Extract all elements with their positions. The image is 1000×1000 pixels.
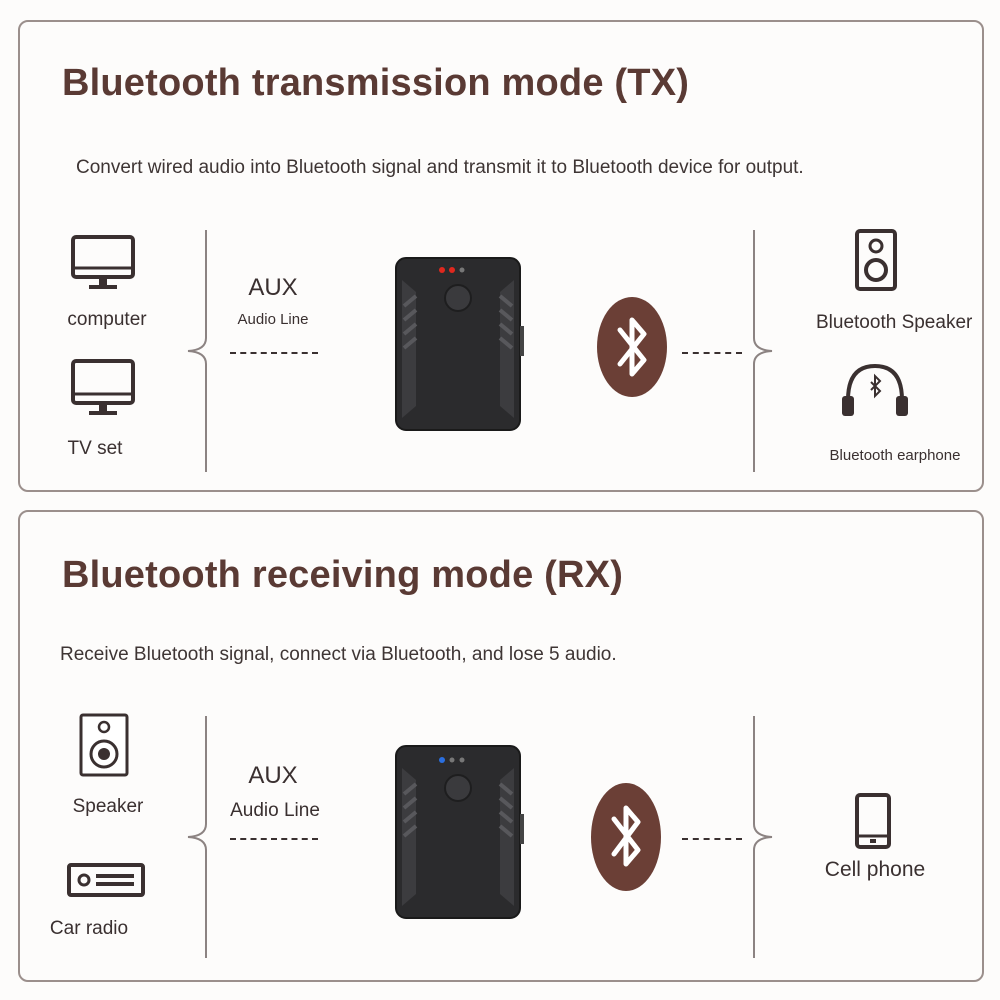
target-label-phone: Cell phone	[824, 858, 926, 881]
audio-line-label: Audio Line	[230, 800, 320, 821]
rx-description: Receive Bluetooth signal, connect via Bl…	[60, 644, 617, 665]
source-label-computer: computer	[67, 309, 147, 330]
monitor-icon	[71, 235, 135, 289]
right-bracket-divider	[753, 716, 773, 958]
aux-label: AUX	[248, 274, 298, 301]
aux-dashed-line	[230, 352, 318, 354]
source-label-tv: TV set	[67, 438, 123, 459]
source-label-car-radio: Car radio	[49, 918, 129, 939]
bluetooth-adapter-device	[395, 745, 524, 919]
tx-title: Bluetooth transmission mode (TX)	[62, 62, 690, 104]
left-bracket-divider	[187, 230, 207, 472]
bluetooth-dashed-line	[682, 352, 742, 354]
bluetooth-icon	[591, 783, 661, 891]
tx-description: Convert wired audio into Bluetooth signa…	[76, 157, 804, 178]
bluetooth-adapter-device	[395, 257, 524, 431]
car-radio-icon	[67, 863, 145, 897]
phone-icon	[855, 793, 891, 849]
hifi-speaker-icon	[79, 713, 129, 777]
right-bracket-divider	[753, 230, 773, 472]
bluetooth-dashed-line	[682, 838, 742, 840]
rx-panel: Bluetooth receiving mode (RX) Receive Bl…	[18, 510, 984, 982]
tx-panel: Bluetooth transmission mode (TX) Convert…	[18, 20, 984, 492]
target-label-earphone: Bluetooth earphone	[829, 447, 961, 464]
audio-line-label: Audio Line	[237, 311, 309, 328]
rx-title: Bluetooth receiving mode (RX)	[62, 554, 624, 596]
left-bracket-divider	[187, 716, 207, 958]
target-label-speaker: Bluetooth Speaker	[816, 312, 973, 333]
bluetooth-icon	[597, 297, 667, 397]
tv-icon	[71, 359, 135, 415]
aux-label: AUX	[248, 762, 298, 789]
aux-dashed-line	[230, 838, 318, 840]
speaker-icon	[855, 229, 897, 291]
headphones-icon	[842, 363, 908, 416]
source-label-speaker: Speaker	[72, 796, 144, 817]
